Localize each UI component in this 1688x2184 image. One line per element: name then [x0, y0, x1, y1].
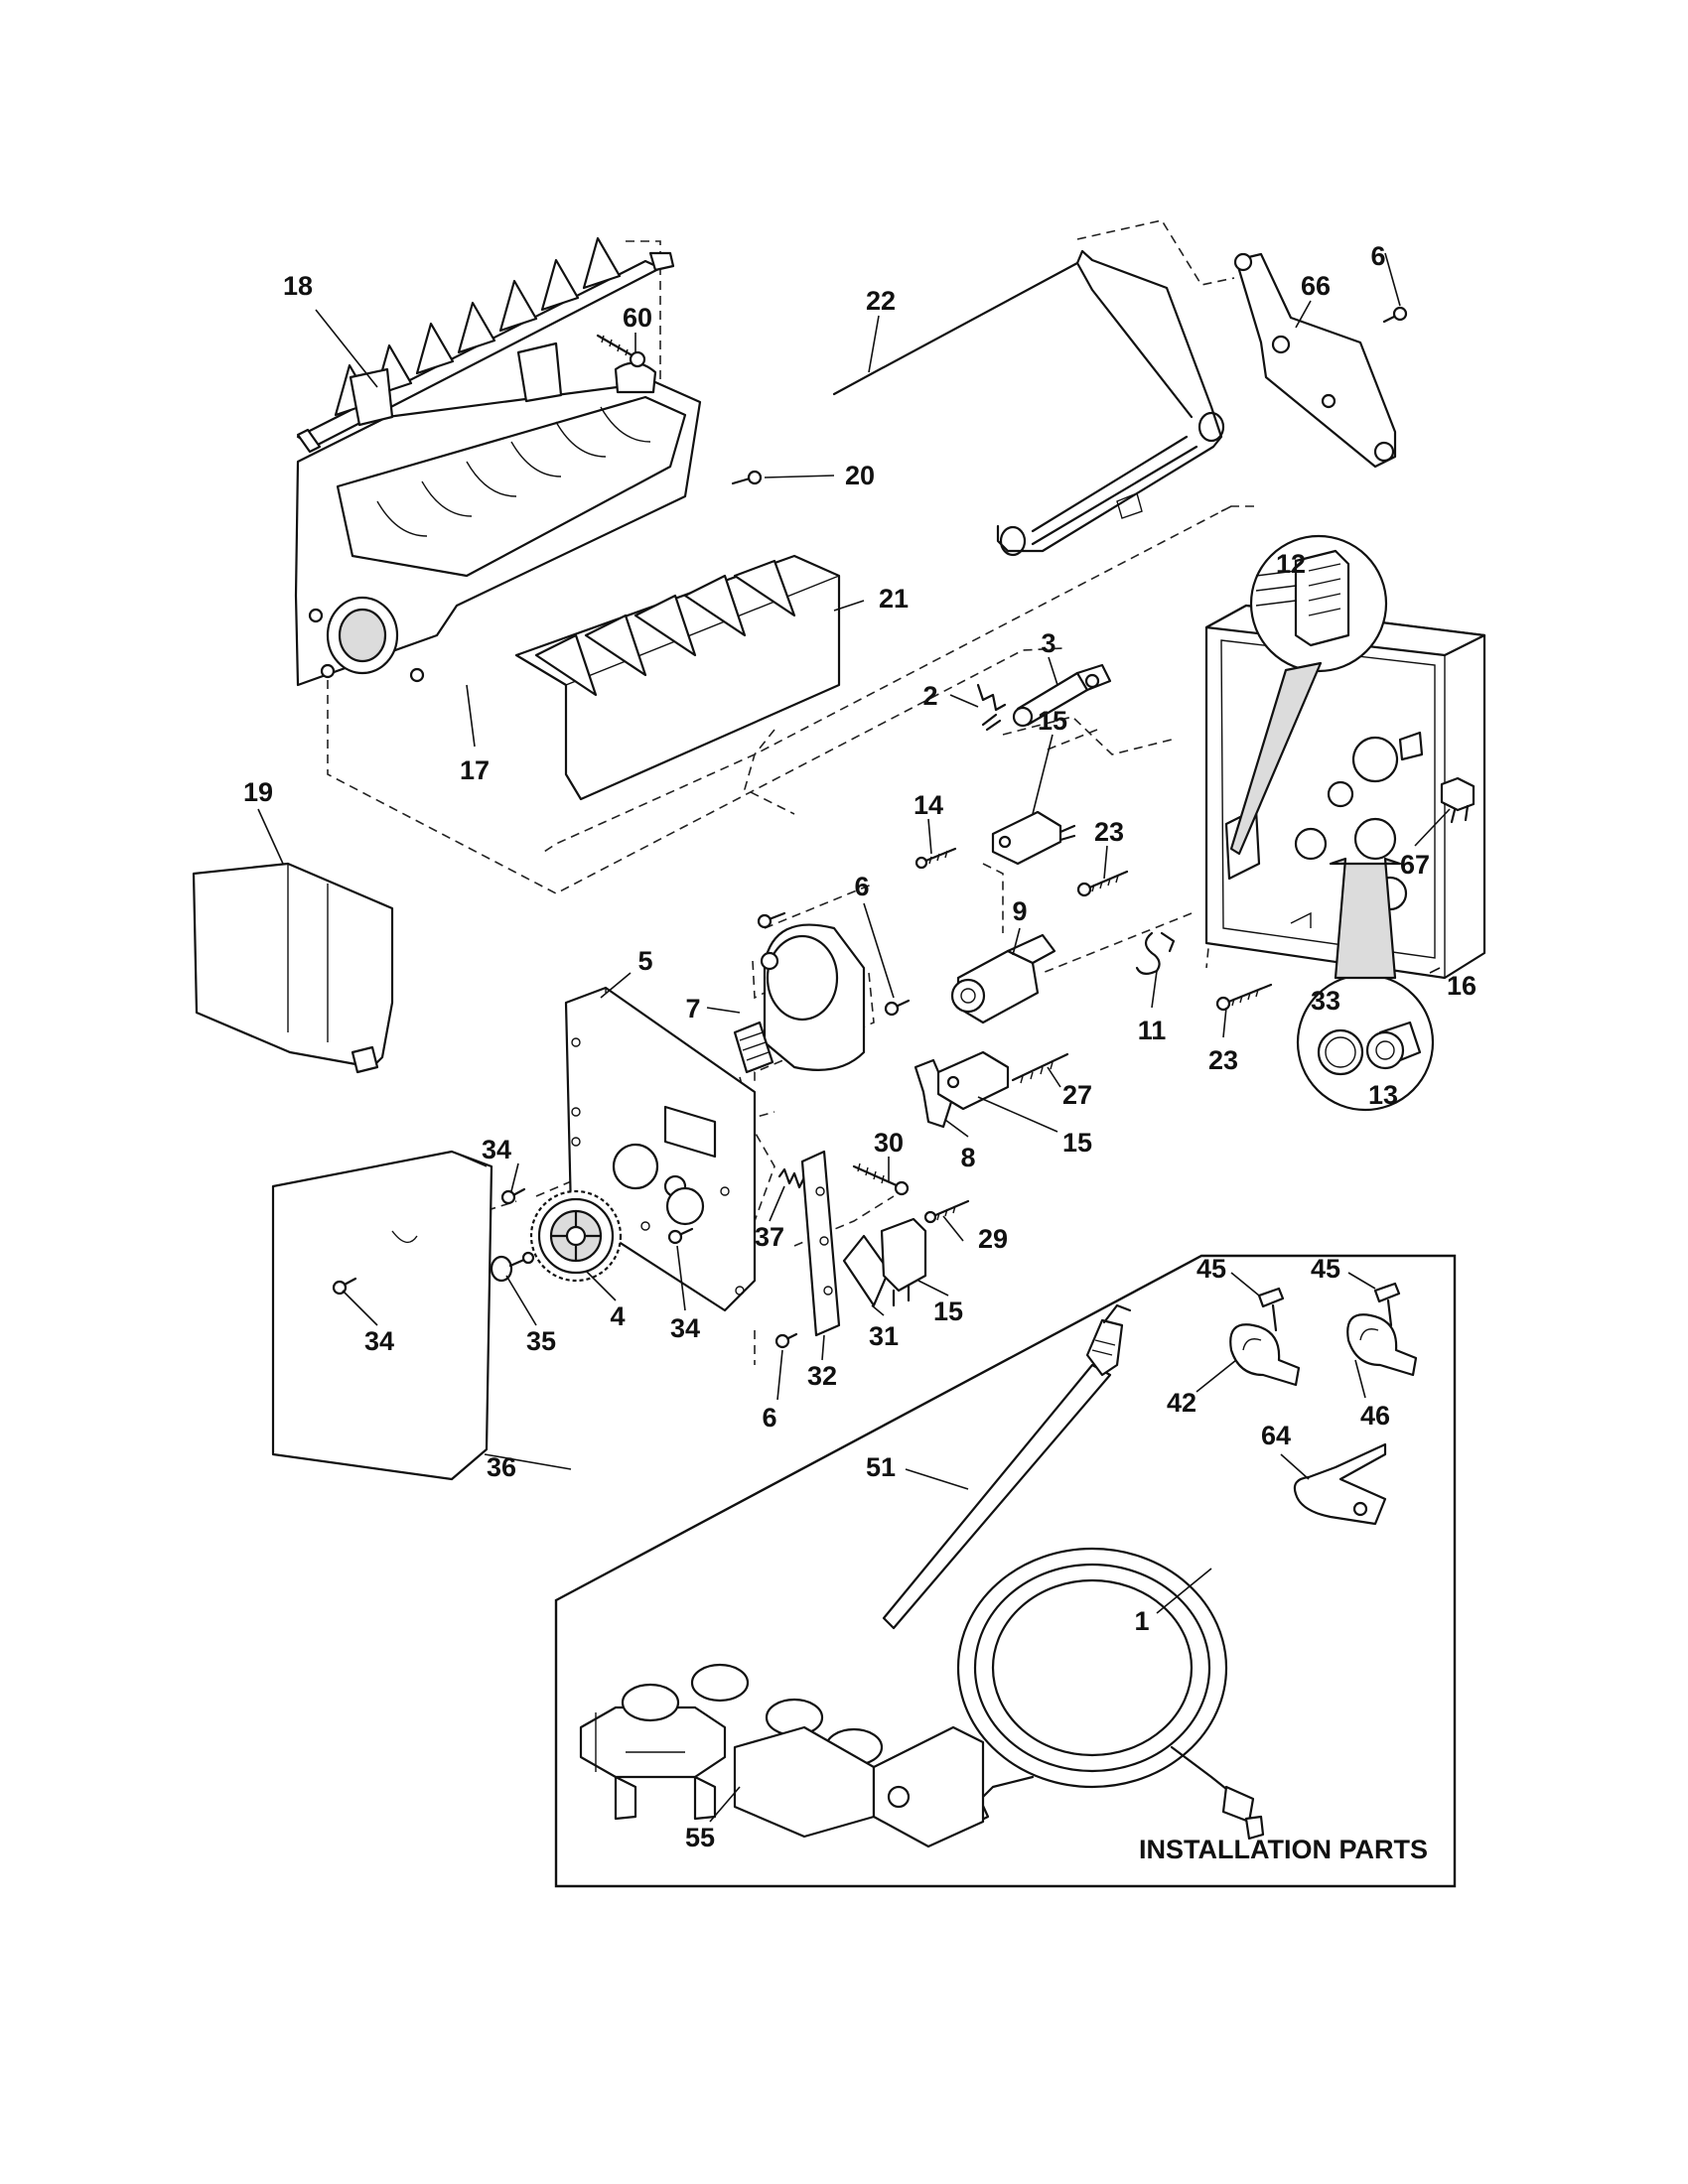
callout-22: 22	[866, 286, 896, 316]
callout-11: 11	[1138, 1016, 1167, 1045]
callout-15-top: 15	[1038, 706, 1067, 736]
callout-labels: 18 60 22 66 6 20 21 17 12 3 2 15 14 23 1…	[243, 241, 1477, 1864]
callout-6-top: 6	[1370, 241, 1385, 271]
callout-33: 33	[1311, 986, 1340, 1016]
callout-32: 32	[807, 1361, 837, 1391]
callout-14: 14	[914, 790, 943, 820]
screw-part-6-motor-b	[884, 999, 911, 1017]
callout-15-mid: 15	[1062, 1128, 1092, 1158]
switch-part-67	[1440, 776, 1476, 824]
ice-mold-part	[294, 341, 702, 687]
leader-lines	[257, 252, 1451, 1470]
callout-23-upper: 23	[1094, 817, 1124, 847]
arm-plate-part	[1233, 252, 1397, 469]
installation-parts-caption: INSTALLATION PARTS	[1139, 1835, 1428, 1864]
motor-part-7	[733, 923, 866, 1074]
thermostat-magnifier	[1296, 857, 1435, 1112]
callout-36: 36	[487, 1452, 516, 1482]
screw-part-6-motor-a	[757, 911, 786, 929]
spring-part-37	[777, 1167, 806, 1189]
clamp-part-42	[1229, 1323, 1301, 1387]
callout-60: 60	[623, 303, 652, 333]
screw-part-30	[852, 1162, 910, 1196]
callout-4: 4	[610, 1301, 625, 1331]
water-valve-part-55	[579, 1663, 985, 1848]
screw-part-34-c	[667, 1227, 694, 1245]
callout-46: 46	[1360, 1401, 1390, 1431]
callout-23-lower: 23	[1208, 1045, 1238, 1075]
callout-19: 19	[243, 777, 273, 807]
switch-part-15-top	[991, 810, 1076, 866]
screw-part-6-bottom	[774, 1332, 798, 1349]
callout-30: 30	[874, 1128, 904, 1158]
callout-64: 64	[1261, 1421, 1291, 1450]
lever-part-8	[914, 1058, 953, 1129]
callout-7: 7	[685, 994, 700, 1024]
screw-part-34-b	[332, 1277, 357, 1296]
bracket-part-32	[800, 1150, 841, 1337]
clamp-part-46	[1346, 1313, 1418, 1377]
clip-part-11	[1135, 931, 1176, 975]
washer-part-35	[490, 1251, 535, 1283]
callout-37: 37	[755, 1222, 784, 1252]
callout-29: 29	[978, 1224, 1008, 1254]
screw-part-27	[1011, 1052, 1069, 1084]
gear-part-4	[529, 1189, 623, 1283]
callout-9: 9	[1012, 896, 1027, 926]
callout-16: 16	[1447, 971, 1477, 1001]
front-cover-part-36	[271, 1150, 493, 1481]
fill-tube-part-51	[882, 1303, 1132, 1630]
callout-45-a: 45	[1196, 1254, 1226, 1284]
screw-part-6-top	[1382, 306, 1408, 324]
connector-magnifier	[1229, 534, 1388, 856]
cover-part-19	[192, 862, 394, 1074]
callout-67: 67	[1400, 850, 1430, 880]
screw-part-23-upper	[1076, 870, 1129, 897]
cam-shaft-part-9	[950, 933, 1056, 1024]
callout-55: 55	[685, 1823, 715, 1852]
screw-part-45-a	[1257, 1287, 1285, 1332]
callout-18: 18	[283, 271, 313, 301]
switch-part-15-mid	[936, 1050, 1010, 1111]
screw-part-14	[914, 847, 957, 870]
callout-20: 20	[845, 461, 875, 490]
callout-34-b: 34	[364, 1326, 394, 1356]
callout-8: 8	[960, 1143, 975, 1172]
strap-part-64	[1293, 1442, 1387, 1526]
installation-leader-lines	[709, 1272, 1376, 1823]
water-tubing-part-1	[951, 1547, 1265, 1841]
callout-42: 42	[1167, 1388, 1196, 1418]
stripper-part	[514, 554, 841, 801]
installation-parts-box	[554, 1254, 1457, 1888]
screw-part-60	[596, 334, 646, 368]
callout-31: 31	[869, 1321, 899, 1351]
callout-3: 3	[1041, 628, 1055, 658]
callout-15-low: 15	[933, 1297, 963, 1326]
screw-part-23-lower	[1215, 983, 1273, 1012]
callout-34-a: 34	[482, 1135, 511, 1164]
callout-12: 12	[1276, 549, 1306, 579]
callout-21: 21	[879, 584, 909, 614]
callout-51: 51	[866, 1452, 896, 1482]
screw-part-20	[731, 470, 763, 485]
callout-5: 5	[637, 946, 652, 976]
callout-6-bottom: 6	[762, 1403, 776, 1433]
callout-66: 66	[1301, 271, 1331, 301]
switch-part-15-low	[880, 1217, 927, 1307]
callout-27: 27	[1062, 1080, 1092, 1110]
screw-part-29	[923, 1199, 970, 1224]
callout-2: 2	[922, 681, 937, 711]
spring-and-plunger-parts	[976, 663, 1112, 732]
shutoff-arm-part	[832, 249, 1225, 557]
callout-17: 17	[460, 755, 490, 785]
callout-35: 35	[526, 1326, 556, 1356]
callout-1: 1	[1134, 1606, 1149, 1636]
callout-34-c: 34	[670, 1313, 700, 1343]
callout-13: 13	[1368, 1080, 1398, 1110]
callout-6-motor: 6	[854, 872, 869, 901]
screw-part-45-b	[1373, 1282, 1401, 1327]
callout-45-b: 45	[1311, 1254, 1340, 1284]
screw-part-34-a	[500, 1187, 526, 1205]
